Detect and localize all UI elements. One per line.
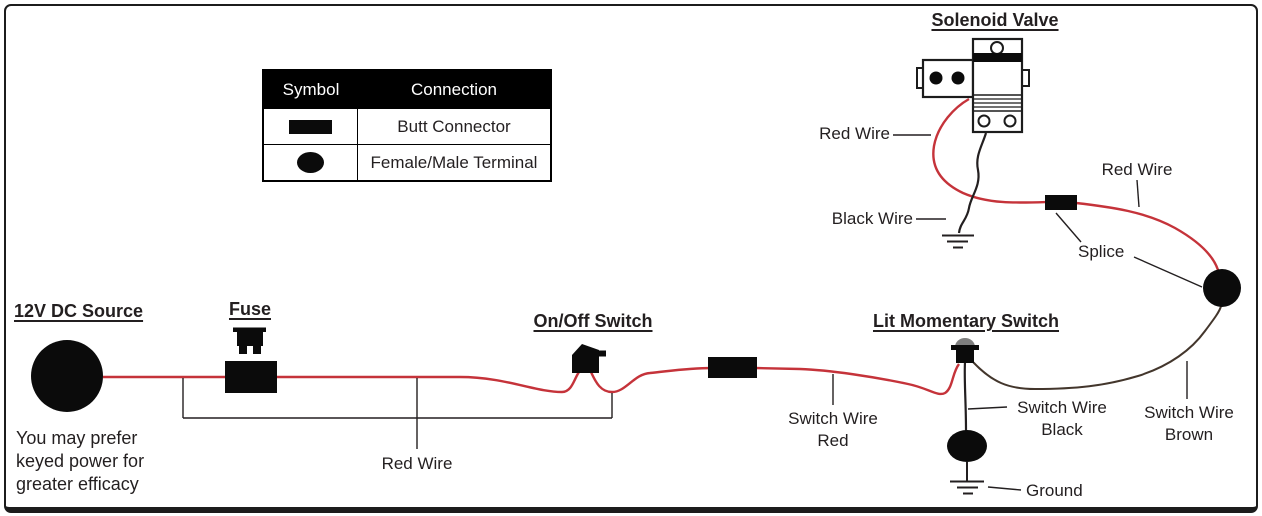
momentary-switch-icon [951,338,979,363]
ground-icon-valve [942,234,974,249]
splice-connector-icon [1045,195,1077,210]
terminal-icon-switch [947,430,987,462]
switch-wire-brown-path [972,305,1222,391]
dc-source-caption-line1: You may prefer [16,428,138,448]
leader-red-wire-upper [1136,179,1140,208]
solenoid-valve-icon [916,37,1030,134]
switch-wire-red-line1: Switch Wire [788,409,878,428]
ground-icon-switch [950,462,984,495]
dc-source-caption-line3: greater efficacy [16,474,139,494]
legend-row-terminal: Female/Male Terminal [264,144,550,180]
lit-momentary-switch-title: Lit Momentary Switch [872,311,1060,331]
switch-wire-black-label: Switch Wire Black [1011,397,1113,441]
leader-splice-to-terminal [1133,256,1203,288]
butt-connector-icon [708,357,757,378]
splice-label: Splice [1078,242,1125,261]
legend-row-butt-connector: Butt Connector [264,108,550,144]
fuse-title: Fuse [228,299,271,319]
leader-lines [832,134,1203,491]
leader-ground [987,486,1022,491]
dc-source-caption-line2: keyed power for [16,451,145,471]
switch-wire-brown-label: Switch Wire Brown [1138,402,1240,446]
switch-wire-red-line2: Red [817,431,849,450]
solenoid-valve-title: Solenoid Valve [931,10,1059,30]
red-wire-upper-label: Red Wire [1101,160,1173,179]
on-off-switch-icon [572,344,606,373]
dc-source-title: 12V DC Source [14,301,144,321]
red-wire-main-path [103,363,960,396]
switch-wire-black-path [963,361,968,432]
fuse-icon [233,327,266,354]
switch-wire-brown-line2: Brown [1164,425,1214,444]
legend-header-symbol: Symbol [282,79,340,99]
switch-wire-red-label: Switch Wire Red [783,408,883,452]
black-wire-label: Black Wire [831,209,913,228]
ground-label: Ground [1026,481,1083,500]
switch-wire-black-line1: Switch Wire [1017,398,1107,417]
legend-header-connection: Connection [410,79,497,99]
fuse-holder-icon [225,361,277,393]
switch-wire-black-line2: Black [1041,420,1083,439]
legend-header-row: Symbol Connection [264,71,550,108]
dc-source-terminal-icon [31,340,103,412]
black-wire-valve-path [957,132,988,234]
red-wire-main-label: Red Wire [381,454,453,473]
switch-wire-brown-line1: Switch Wire [1144,403,1234,422]
dc-source-caption: You may prefer keyed power for greater e… [16,427,144,496]
legend-label-terminal: Female/Male Terminal [370,152,538,172]
leader-switch-wire-black [967,406,1008,410]
red-wire-valve-path [932,97,1220,271]
on-off-switch-title: On/Off Switch [533,311,653,331]
legend-label-butt-connector: Butt Connector [397,116,511,136]
terminal-symbol-icon [264,145,358,180]
leader-splice-to-connector [1055,212,1082,243]
red-wire-valve-label: Red Wire [819,124,890,143]
legend-table: Symbol Connection Butt Connector Female/… [262,69,552,182]
butt-connector-symbol-icon [264,109,358,144]
red-wire-span-bracket [182,378,613,449]
terminal-icon-right [1203,269,1241,307]
